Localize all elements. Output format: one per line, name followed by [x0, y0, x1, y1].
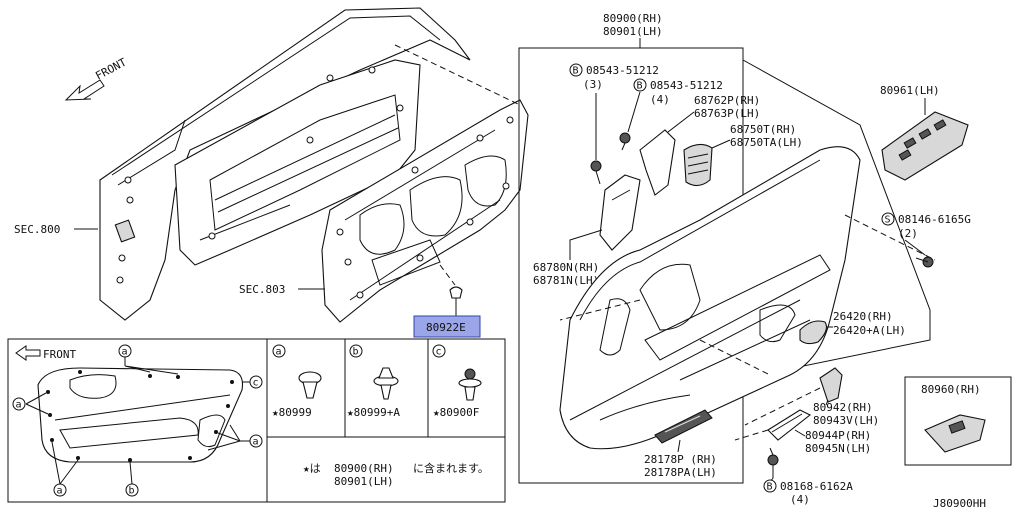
- finisher-80944p: [767, 409, 812, 441]
- part-28178pa[interactable]: 28178PA(LH): [644, 466, 717, 479]
- svg-text:B: B: [767, 482, 773, 493]
- front-label: FRONT: [93, 55, 129, 82]
- bolt-08168-qty: (4): [790, 493, 810, 506]
- marker-c-cell: c: [432, 344, 446, 358]
- trim-overview: [37, 367, 244, 463]
- svg-text:b: b: [353, 347, 359, 358]
- clip-80922e: [449, 286, 463, 318]
- front-arrow-icon: [64, 79, 105, 101]
- bracket-68762p: [639, 129, 676, 196]
- part-68762p[interactable]: 68762P(RH): [694, 94, 760, 107]
- part-68750ta[interactable]: 68750TA(LH): [730, 136, 803, 149]
- svg-text:B: B: [637, 81, 643, 92]
- marker-a-cell: a: [272, 344, 286, 358]
- marker-b-bolt2: B: [633, 78, 647, 92]
- marker-a-3: a: [249, 434, 263, 448]
- sec-803-label: SEC.803: [239, 283, 285, 296]
- bolt-08168[interactable]: 08168-6162A: [780, 480, 853, 493]
- marker-a-1: a: [118, 344, 132, 358]
- bolt-08543-a[interactable]: 08543-51212: [586, 64, 659, 77]
- note-prefix: ★は: [303, 462, 321, 475]
- svg-text:c: c: [436, 347, 442, 358]
- vent-68750t: [683, 143, 713, 187]
- marker-c-inset: c: [249, 375, 263, 389]
- bolt-icon: [590, 160, 602, 185]
- finisher-80942: [819, 367, 843, 403]
- bolt-08543-b-qty: (4): [650, 93, 670, 106]
- svg-text:S: S: [885, 215, 891, 226]
- svg-text:a: a: [122, 347, 128, 358]
- part-80944p[interactable]: 80944P(RH): [805, 429, 871, 442]
- part-68781n[interactable]: 68781N(LH): [533, 274, 599, 287]
- seal-panel: [321, 99, 529, 323]
- part-26420a[interactable]: 26420+A(LH): [833, 324, 906, 337]
- plate-28178p: [654, 409, 713, 444]
- clip-a-icon: [298, 371, 322, 399]
- svg-text:a: a: [57, 486, 63, 497]
- marker-b-inset: b: [125, 483, 139, 497]
- part-26420[interactable]: 26420(RH): [833, 310, 893, 323]
- part-80961[interactable]: 80961(LH): [880, 84, 940, 97]
- bolt-08543-b[interactable]: 08543-51212: [650, 79, 723, 92]
- clip-b-icon: [373, 367, 399, 400]
- marker-b-bolt3: B: [763, 479, 777, 493]
- part-80901-lh[interactable]: 80901(LH): [603, 25, 663, 38]
- bolt-08543-a-qty: (3): [583, 78, 603, 91]
- armrest-pad-26420: [799, 320, 827, 345]
- screw-08146[interactable]: 08146-6165G: [898, 213, 971, 226]
- svg-text:c: c: [253, 378, 259, 389]
- bolt-icon-2: [619, 132, 631, 151]
- clip-c-part: ★80900F: [433, 406, 479, 419]
- svg-text:B: B: [573, 66, 579, 77]
- marker-s-screw: S: [881, 212, 895, 226]
- part-80943v[interactable]: 80943V(LH): [813, 414, 879, 427]
- switch-80960-frame: [904, 376, 1012, 466]
- marker-b-cell: b: [349, 344, 363, 358]
- part-68763p[interactable]: 68763P(LH): [694, 107, 760, 120]
- front-arrow-small-icon: [15, 345, 41, 361]
- note-text: に含まれます。: [413, 461, 489, 475]
- clip-b-part: ★80999+A: [347, 406, 400, 419]
- svg-text:a: a: [16, 400, 22, 411]
- part-80922e-highlight[interactable]: [413, 315, 481, 338]
- marker-a-4: a: [53, 483, 67, 497]
- part-80942[interactable]: 80942(RH): [813, 401, 873, 414]
- part-80922e-label[interactable]: 80922E: [426, 321, 466, 334]
- marker-a-2: a: [12, 397, 26, 411]
- marker-b-bolt1: B: [569, 63, 583, 77]
- part-28178p[interactable]: 28178P (RH): [644, 453, 717, 466]
- switch-80961: [881, 111, 969, 181]
- inset-front-label: FRONT: [43, 348, 76, 361]
- clip-a-part: ★80999: [272, 406, 312, 419]
- part-80945n[interactable]: 80945N(LH): [805, 442, 871, 455]
- diagram-code: J80900HH: [933, 497, 986, 510]
- part-68750t[interactable]: 68750T(RH): [730, 123, 796, 136]
- screw-icon: [915, 256, 934, 268]
- switch-80960: [924, 414, 986, 453]
- svg-text:b: b: [129, 486, 135, 497]
- sec-800-label: SEC.800: [14, 223, 60, 236]
- note-part-rh: 80900(RH): [334, 462, 394, 475]
- door-shell: [99, 7, 471, 321]
- bracket-68780n: [599, 174, 641, 251]
- note-part-lh: 80901(LH): [334, 475, 394, 488]
- svg-text:a: a: [276, 347, 282, 358]
- door-trim-panel: [559, 146, 861, 450]
- part-80900-rh[interactable]: 80900(RH): [603, 12, 663, 25]
- svg-text:a: a: [253, 437, 259, 448]
- screw-08146-qty: (2): [898, 227, 918, 240]
- clip-c-icon: [458, 368, 482, 401]
- part-80960[interactable]: 80960(RH): [921, 383, 981, 396]
- bolt-08168-icon: [767, 447, 779, 466]
- inset-frame: [7, 338, 506, 503]
- part-68780n[interactable]: 68780N(RH): [533, 261, 599, 274]
